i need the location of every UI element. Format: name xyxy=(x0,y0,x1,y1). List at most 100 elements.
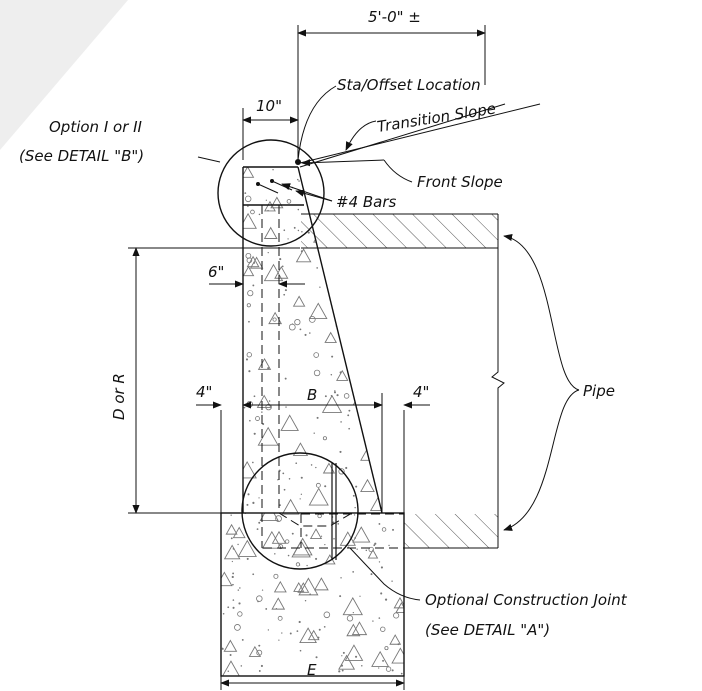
aggregate-mark xyxy=(273,573,279,579)
corner-decoration xyxy=(0,0,128,150)
pipe-leader-upper xyxy=(503,233,580,391)
aggregate-mark xyxy=(369,496,382,512)
aggregate-mark xyxy=(223,639,238,652)
aggregate-mark xyxy=(347,294,349,296)
aggregate-mark xyxy=(359,397,367,404)
aggregate-mark xyxy=(320,535,323,537)
see-detail-b-label: (See DETAIL "B") xyxy=(19,147,144,165)
aggregate-mark xyxy=(299,328,302,331)
aggregate-mark xyxy=(303,181,306,183)
pipe-leader-lower xyxy=(503,389,580,531)
aggregate-mark xyxy=(258,644,261,647)
aggregate-mark xyxy=(391,647,404,664)
aggregate-mark xyxy=(324,331,338,343)
aggregate-mark xyxy=(284,539,290,544)
aggregate-mark xyxy=(278,544,284,550)
aggregate-mark xyxy=(282,472,285,475)
footing-outline xyxy=(220,512,405,677)
aggregate-mark xyxy=(287,238,289,240)
aggregate-mark xyxy=(352,250,355,253)
transition-slope-leader xyxy=(345,120,377,151)
aggregate-mark xyxy=(371,341,373,344)
aggregate-mark xyxy=(343,393,350,399)
aggregate-mark xyxy=(258,213,261,216)
aggregate-mark xyxy=(304,599,307,602)
aggregate-mark xyxy=(373,544,376,547)
aggregate-mark xyxy=(231,560,233,563)
aggregate-mark xyxy=(310,167,313,169)
aggregate-mark xyxy=(374,542,377,545)
aggregate-mark xyxy=(314,577,329,591)
dim-6in-label: 6" xyxy=(208,263,224,281)
aggregate-mark xyxy=(339,371,342,374)
aggregate-mark xyxy=(243,212,257,229)
aggregate-mark xyxy=(322,462,336,474)
hidden-lines xyxy=(261,205,353,548)
aggregate-mark xyxy=(297,208,300,211)
option-leader xyxy=(197,156,221,163)
aggregate-mark xyxy=(256,649,263,656)
aggregate-mark xyxy=(280,414,299,431)
aggregate-mark xyxy=(255,416,260,421)
aggregate-mark xyxy=(338,468,345,475)
aggregate-mark xyxy=(253,395,256,398)
aggregate-mark xyxy=(324,395,327,398)
aggregate-mark xyxy=(243,265,255,277)
aggregate-mark xyxy=(315,482,321,488)
aggregate-mark xyxy=(268,400,271,402)
aggregate-mark xyxy=(289,632,292,635)
aggregate-mark xyxy=(384,598,388,601)
aggregate-mark xyxy=(256,528,259,531)
aggregate-mark xyxy=(340,421,342,423)
aggregate-mark xyxy=(279,258,282,261)
transition-slope-line-upper xyxy=(299,103,541,164)
front-slope-label: Front Slope xyxy=(417,173,503,191)
aggregate-mark xyxy=(376,411,379,414)
aggregate-mark xyxy=(324,543,326,546)
aggregate-mark xyxy=(378,617,381,619)
aggregate-mark xyxy=(340,577,342,579)
bottom-pipe xyxy=(263,513,499,549)
aggregate-mark xyxy=(232,583,234,586)
aggregate-mark xyxy=(332,521,335,524)
aggregate-mark xyxy=(343,170,365,190)
aggregate-mark xyxy=(331,355,334,358)
aggregate-mark xyxy=(370,573,373,576)
aggregate-mark xyxy=(248,370,251,373)
aggregate-mark xyxy=(324,485,327,488)
dim-10in-label: 10" xyxy=(256,97,282,115)
aggregate-mark xyxy=(323,625,326,628)
aggregate-mark xyxy=(380,592,383,595)
construction-joint-leader xyxy=(349,547,421,601)
aggregate-mark xyxy=(221,647,224,649)
aggregate-mark xyxy=(298,577,319,596)
aggregate-mark xyxy=(339,170,345,176)
aggregate-mark xyxy=(347,414,350,417)
aggregate-mark xyxy=(338,654,356,670)
aggregate-mark xyxy=(381,527,387,532)
aggregate-mark xyxy=(272,317,277,322)
aggregate-mark xyxy=(345,466,348,470)
bars-label: #4 Bars xyxy=(336,193,397,211)
aggregate-mark xyxy=(243,167,255,178)
aggregate-mark xyxy=(375,305,377,308)
aggregate-mark xyxy=(246,400,253,408)
aggregate-mark xyxy=(246,303,251,308)
aggregate-mark xyxy=(352,570,355,573)
aggregate-mark xyxy=(315,466,317,469)
aggregate-mark xyxy=(376,274,378,276)
aggregate-mark xyxy=(275,515,282,522)
aggregate-mark xyxy=(321,170,323,173)
aggregate-mark xyxy=(292,295,306,307)
aggregate-mark xyxy=(392,528,394,531)
aggregate-mark xyxy=(400,672,403,675)
aggregate-mark xyxy=(319,286,321,288)
aggregate-mark xyxy=(391,669,394,672)
dimension-d-or-r: D or R xyxy=(110,247,300,514)
aggregate-mark xyxy=(294,319,301,326)
aggregate-mark xyxy=(277,479,279,481)
aggregate-mark xyxy=(308,315,316,323)
aggregate-mark xyxy=(288,323,296,331)
aggregate-mark xyxy=(341,669,344,672)
aggregate-mark xyxy=(270,196,284,209)
